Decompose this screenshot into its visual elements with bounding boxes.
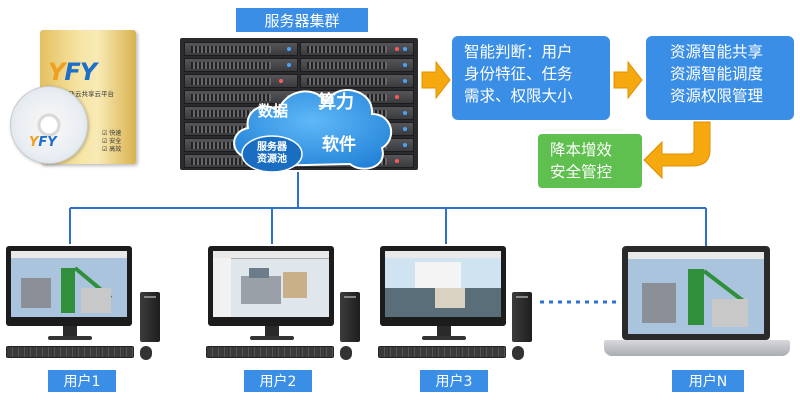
product-name: 云飞云共享云平台 <box>62 90 114 98</box>
resource-pool-cloud <box>233 89 393 173</box>
benefit-box: 降本增效 安全管控 <box>538 134 642 188</box>
arrow-right-1 <box>421 60 451 100</box>
product-checklist: ☑ 快速 ☑ 安全 ☑ 高效 <box>102 130 122 153</box>
cloud-label-compute: 算力 <box>318 92 354 113</box>
arrow-curved-back <box>643 121 711 180</box>
cloud-label-pool: 服务器资源池 <box>257 142 287 165</box>
product-logo: YFY <box>48 58 97 86</box>
disc-logo: YFY <box>29 135 57 150</box>
software-disc: YFY <box>10 86 88 164</box>
workstation-1-monitor <box>6 246 132 326</box>
cloud-label-data: 数据 <box>258 102 289 120</box>
intelligent-judgement-box: 智能判断：用户 身份特征、任务 需求、权限大小 <box>452 36 610 120</box>
server-cluster-title: 服务器集群 <box>236 8 368 32</box>
user-n-label: 用户N <box>672 370 744 392</box>
cloud-label-software: 软件 <box>322 135 356 155</box>
user-2-label: 用户2 <box>244 370 312 392</box>
user-1-label: 用户1 <box>48 370 116 392</box>
laptop-n-base <box>604 340 790 356</box>
user-3-label: 用户3 <box>420 370 488 392</box>
arrow-right-2 <box>613 60 643 100</box>
workstation-2-monitor <box>208 246 334 326</box>
laptop-n-screen <box>622 246 770 340</box>
resource-management-box: 资源智能共享 资源智能调度 资源权限管理 <box>646 36 794 120</box>
workstation-3-monitor <box>380 246 506 326</box>
